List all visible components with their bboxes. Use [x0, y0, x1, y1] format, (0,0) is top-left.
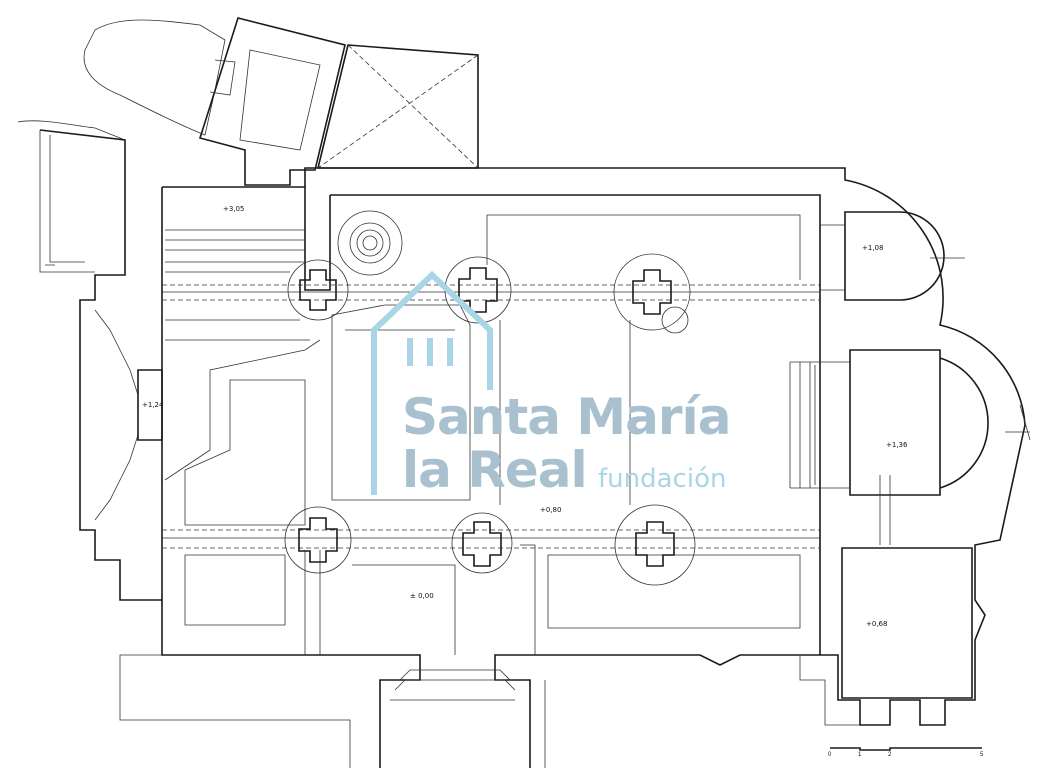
watermark-line2: la Real	[402, 441, 588, 499]
pier-n1	[287, 259, 349, 321]
west-wing	[39, 129, 162, 601]
axis-lines	[162, 284, 820, 549]
pier-n3	[613, 253, 691, 334]
watermark-logo	[371, 270, 493, 495]
level-west-entrance: +1,24	[142, 401, 164, 409]
rock-left	[17, 120, 126, 141]
scale-label-5: 5	[980, 752, 984, 758]
stair-area	[165, 229, 310, 341]
pier-s3	[614, 504, 696, 586]
level-main-apse: +1,36	[886, 441, 908, 449]
level-north-apse: +1,08	[862, 244, 884, 252]
scale-label-1: 1	[858, 752, 862, 758]
pier-n2	[444, 256, 512, 324]
rock-outcrop	[83, 19, 226, 136]
south-chapel	[841, 547, 973, 699]
main-apse	[849, 349, 989, 496]
scale-label-0: 0	[828, 752, 832, 758]
church-outline	[161, 167, 1026, 768]
north-apse	[844, 211, 945, 301]
pier-s1	[284, 506, 352, 574]
level-south-chapel: +0,68	[866, 620, 888, 628]
level-south-aisle: ± 0,00	[410, 592, 434, 600]
south-portal	[390, 669, 516, 701]
scale-bar	[830, 747, 982, 751]
pier-s2	[451, 512, 513, 574]
watermark-line3: fundación	[598, 464, 727, 494]
roof-area	[316, 44, 479, 169]
level-upper-left: +3,05	[223, 205, 245, 213]
level-nave: +0,80	[540, 506, 562, 514]
watermark-line1: Santa María	[402, 388, 731, 446]
tower	[198, 17, 346, 186]
scale-label-2: 2	[888, 752, 892, 758]
